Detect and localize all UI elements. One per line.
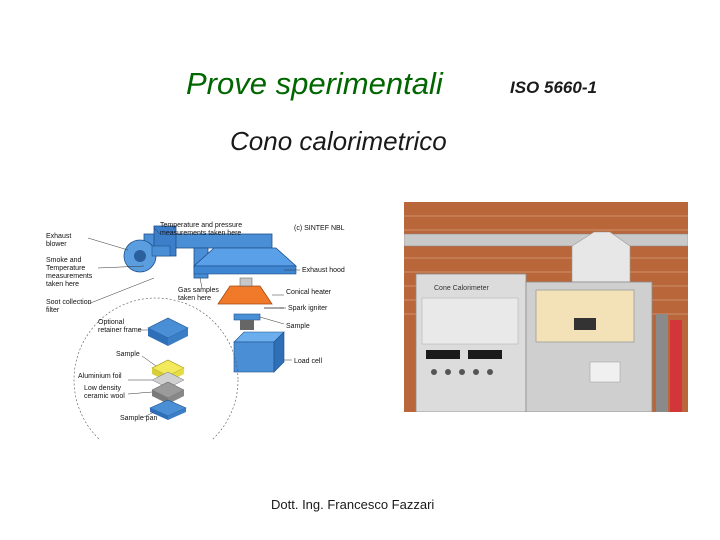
slide-title: Prove sperimentali (186, 66, 443, 101)
load-cell (233, 331, 285, 373)
sample-assembly-inset (73, 297, 239, 440)
label-sample-inset: Sample (116, 351, 140, 358)
label-temp-pressure-2: measurements taken here (160, 230, 241, 237)
exhaust-blower (123, 239, 171, 273)
label-smoke-temp-2: Temperature (46, 265, 85, 272)
label-aluminium-foil: Aluminium foil (78, 373, 122, 380)
label-sample: Sample (286, 323, 310, 330)
label-ceramic-wool-2: ceramic wool (84, 393, 125, 400)
label-temp-pressure: Temperature and pressure (160, 222, 242, 229)
label-load-cell: Load cell (294, 358, 322, 365)
label-exhaust-hood: Exhaust hood (302, 267, 345, 274)
cone-calorimeter-photo: Cone Calorimeter (404, 202, 688, 412)
label-gas-samples-2: taken here (178, 295, 211, 302)
label-conical-heater: Conical heater (286, 289, 332, 296)
label-exhaust-blower: Exhaust (46, 233, 71, 240)
conical-heater (217, 285, 273, 305)
exhaust-hood (192, 247, 298, 275)
label-retainer: Optional (98, 319, 125, 326)
label-exhaust-blower-2: blower (46, 241, 67, 248)
diagram-copyright: (c) SINTEF NBL (294, 225, 345, 232)
sample-holder (233, 313, 261, 321)
label-smoke-temp-4: taken here (46, 281, 79, 288)
label-ceramic-wool: Low density (84, 385, 121, 392)
label-soot-filter: Soot collection (46, 299, 92, 306)
standard-label: ISO 5660-1 (510, 78, 597, 97)
label-soot-filter-2: filter (46, 307, 60, 314)
cone-calorimeter-diagram: (c) SINTEF NBL Exh (46, 222, 345, 440)
label-retainer-2: retainer frame (98, 327, 142, 334)
label-sample-pan: Sample pan (120, 415, 157, 422)
slide-footer: Dott. Ing. Francesco Fazzari (271, 497, 435, 512)
device-nameplate: Cone Calorimeter (434, 285, 490, 292)
label-gas-samples: Gas samples (178, 287, 219, 294)
label-spark-igniter: Spark igniter (288, 305, 328, 312)
label-smoke-temp-3: measurements (46, 273, 93, 280)
label-smoke-temp: Smoke and (46, 257, 82, 264)
slide-subtitle: Cono calorimetrico (230, 126, 447, 156)
